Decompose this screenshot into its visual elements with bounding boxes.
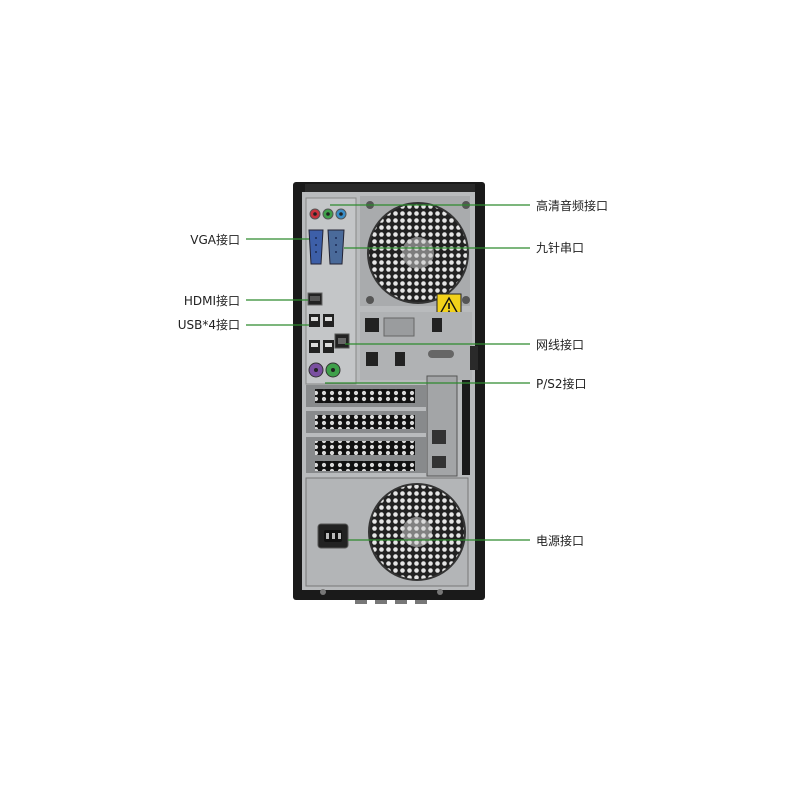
chassis-top-lip	[305, 184, 475, 192]
label-power: 电源接口	[536, 534, 585, 548]
label-usb: USB*4接口	[177, 318, 240, 332]
serial-port	[327, 229, 345, 265]
io-shield	[305, 197, 357, 385]
label-ps2: P/S2接口	[536, 377, 587, 391]
label-serial: 九针串口	[536, 241, 585, 255]
label-hdmi: HDMI接口	[183, 294, 240, 308]
vga-port	[308, 229, 324, 265]
label-ethernet: 网线接口	[536, 338, 585, 352]
expansion-slots	[306, 385, 426, 473]
label-audio: 高清音频接口	[536, 199, 609, 213]
label-vga: VGA接口	[190, 233, 240, 247]
